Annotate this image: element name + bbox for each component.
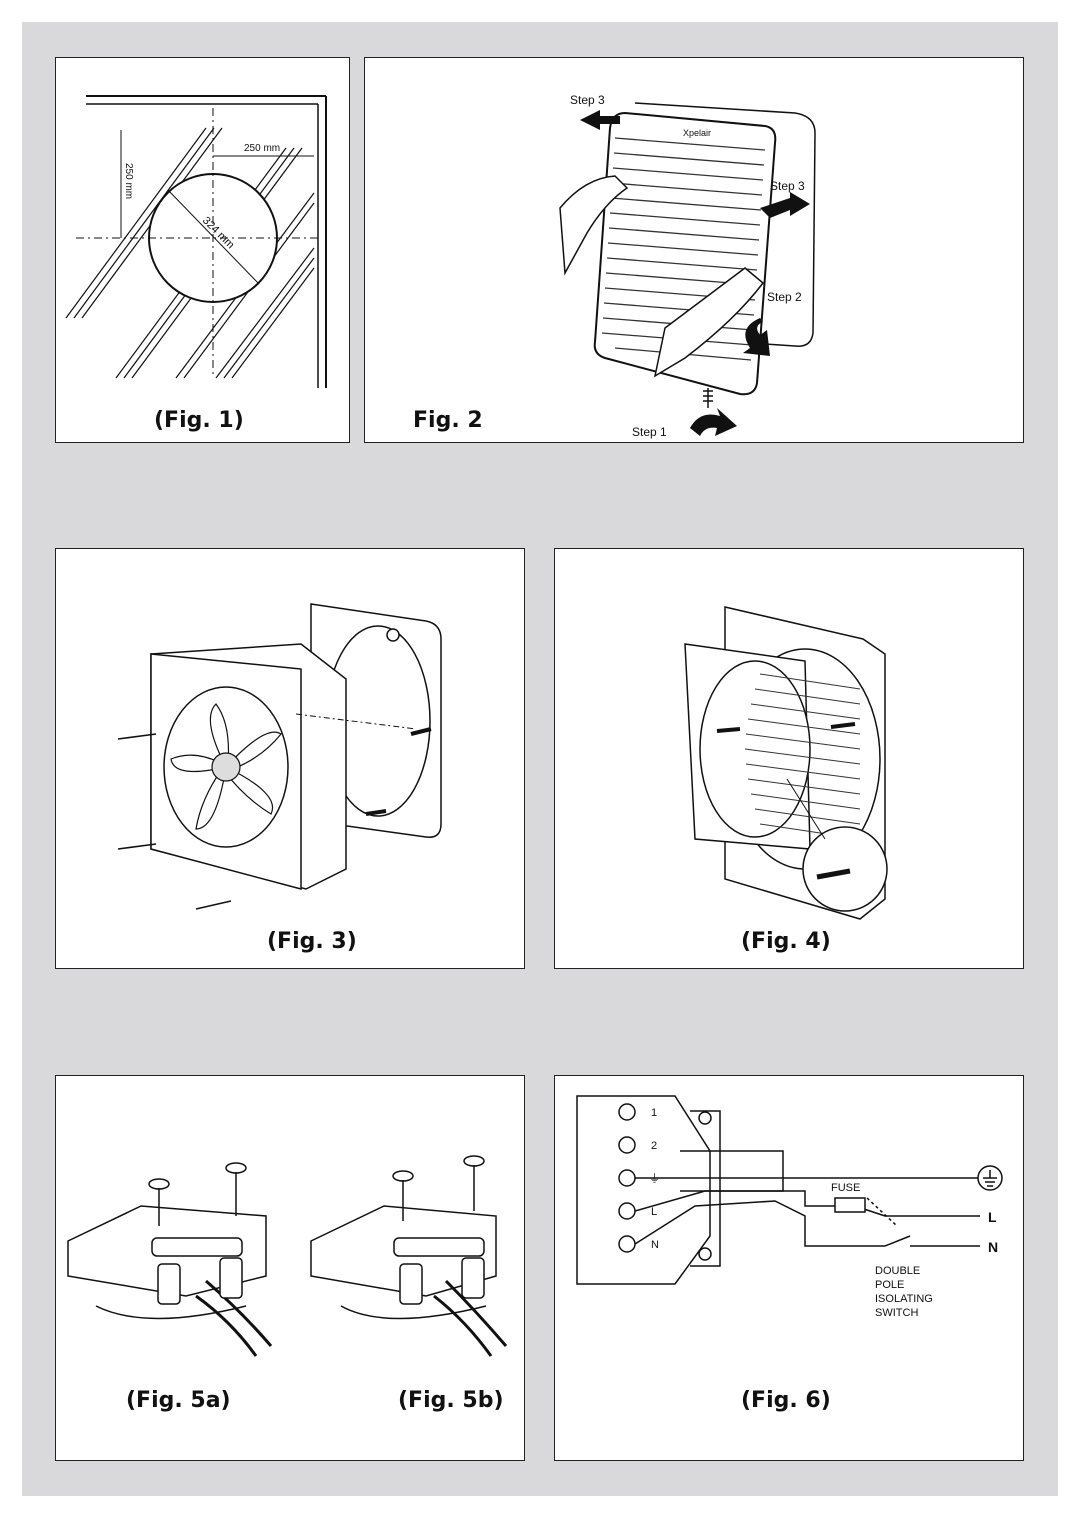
step2-label: Step 2 [767, 290, 802, 304]
cable-clamp-diagram [67, 1155, 508, 1357]
terminal-2-label: 2 [651, 1140, 657, 1152]
back-plate-fitting-diagram [684, 606, 888, 920]
fan-assembly-diagram [117, 603, 442, 910]
switch-label-line-3: ISOLATING [875, 1293, 933, 1305]
wiring-diagram: 1 2 ⏚ L N FUSE L N DOUBLE POLE ISOLATING… [576, 1095, 1003, 1319]
grille-removal-diagram: Xpelair Step 3 Step 3 Step 2 Step 1 [559, 93, 816, 439]
figure-6-panel: 1 2 ⏚ L N FUSE L N DOUBLE POLE ISOLATING… [554, 1075, 1024, 1461]
terminal-earth-label: ⏚ [649, 1172, 660, 1185]
figure-6-caption: (Fig. 6) [741, 1388, 831, 1413]
figure-2-caption: Fig. 2 [413, 408, 483, 433]
step1-label: Step 1 [632, 425, 667, 439]
line-l-label: L [988, 1209, 997, 1225]
figure-5-panel: (Fig. 5a) (Fig. 5b) [55, 1075, 525, 1461]
figure-3-caption: (Fig. 3) [267, 929, 357, 954]
figure-5a-caption: (Fig. 5a) [126, 1388, 231, 1413]
figure-1-caption: (Fig. 1) [154, 408, 244, 433]
figure-3-panel: (Fig. 3) [55, 548, 525, 969]
terminal-1-label: 1 [651, 1107, 657, 1119]
dim-width-label: 250 mm [244, 143, 280, 154]
figure-4-panel: (Fig. 4) [554, 548, 1024, 969]
step3-top-label: Step 3 [570, 93, 605, 107]
page-background: 250 mm 250 mm 324 mm (Fig. 1) [22, 22, 1058, 1496]
terminal-l-label: L [651, 1206, 657, 1218]
figure-5b-caption: (Fig. 5b) [398, 1388, 504, 1413]
wall-opening-diagram: 250 mm 250 mm 324 mm [65, 95, 327, 388]
switch-label-line-1: DOUBLE [875, 1265, 920, 1277]
figure-4-caption: (Fig. 4) [741, 929, 831, 954]
fuse-label: FUSE [831, 1182, 860, 1194]
switch-label-line-2: POLE [875, 1279, 904, 1291]
terminal-n-label: N [651, 1239, 659, 1251]
figure-1-panel: 250 mm 250 mm 324 mm (Fig. 1) [55, 57, 350, 443]
step3-side-label: Step 3 [770, 179, 805, 193]
switch-label-line-4: SWITCH [875, 1307, 918, 1319]
dim-height-label: 250 mm [123, 163, 134, 199]
brand-label: Xpelair [683, 128, 711, 138]
figure-2-panel: Xpelair Step 3 Step 3 Step 2 Step 1 Fig.… [364, 57, 1024, 443]
line-n-label: N [988, 1239, 998, 1255]
